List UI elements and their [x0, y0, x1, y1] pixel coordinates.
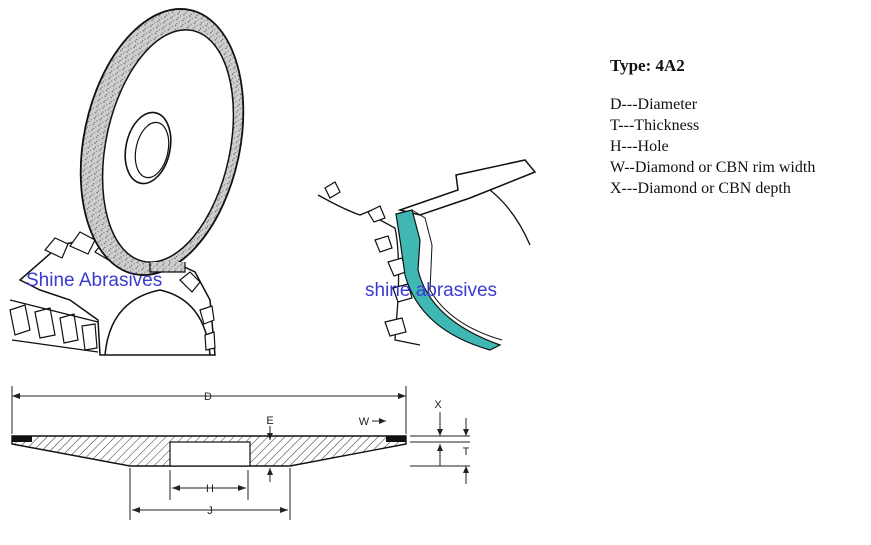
spec-item-diameter: D---Diameter: [610, 96, 698, 113]
type-heading: Type: 4A2: [610, 56, 685, 75]
watermark-left: Shine Abrasives: [26, 270, 163, 291]
spec-item-hole: H---Hole: [610, 138, 669, 155]
dim-label-w: W: [359, 416, 370, 428]
dim-label-j: J: [207, 505, 213, 517]
wheel-gear-illustration: [9, 8, 245, 356]
saw-blade-illustration: [317, 159, 537, 351]
dim-label-h: H: [206, 483, 214, 495]
spec-item-depth: X---Diamond or CBN depth: [610, 180, 791, 197]
dim-label-d: D: [204, 391, 212, 403]
teal-rim: [395, 209, 502, 351]
spec-item-thickness: T---Thickness: [610, 117, 700, 134]
cross-section-drawing: D E W X T H J: [11, 386, 470, 520]
watermark-right: shine abrasives: [365, 280, 498, 301]
spec-panel: Type: 4A2 D---Diameter T---Thickness H--…: [610, 56, 815, 199]
dim-label-x: X: [434, 399, 442, 411]
grinding-wheel: [79, 8, 245, 276]
dim-label-e: E: [266, 415, 273, 427]
spec-item-rim-width: W--Diamond or CBN rim width: [610, 159, 816, 176]
dim-label-t: T: [463, 446, 470, 458]
spec-list: D---Diameter T---Thickness H---Hole W--D…: [610, 94, 815, 199]
